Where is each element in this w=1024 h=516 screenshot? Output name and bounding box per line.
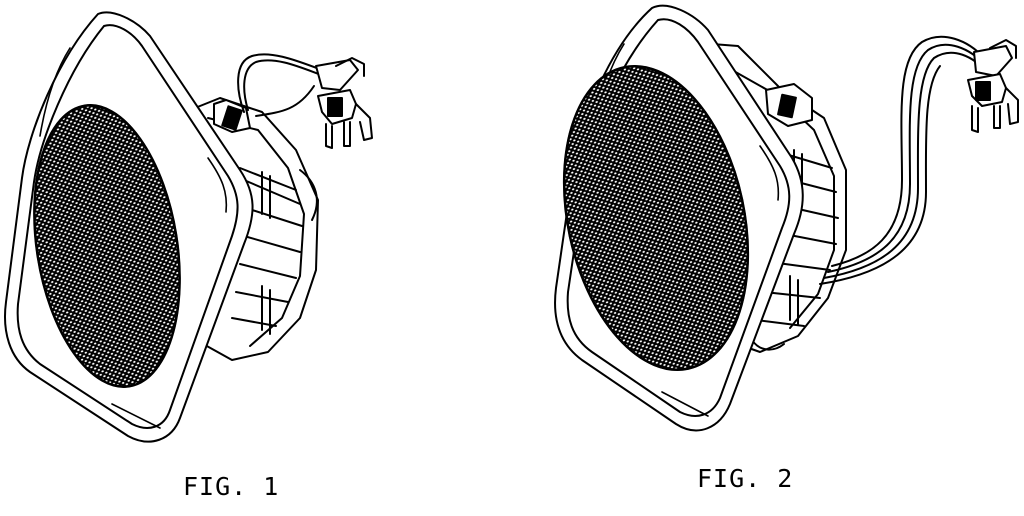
wire-harness [819,35,989,285]
speaker-drawing-2 [554,4,1019,432]
wire-harness [237,53,325,221]
connector-plug [315,57,373,149]
figure-2-caption: FIG. 2 [697,464,794,493]
connector-plug [967,39,1019,133]
speaker-grille [33,104,181,388]
speaker-drawing-1 [4,11,373,443]
figure-1 [4,11,373,443]
figure-2 [512,0,1024,516]
figure-1-caption: FIG. 1 [183,472,280,501]
speaker-grille [562,65,750,371]
